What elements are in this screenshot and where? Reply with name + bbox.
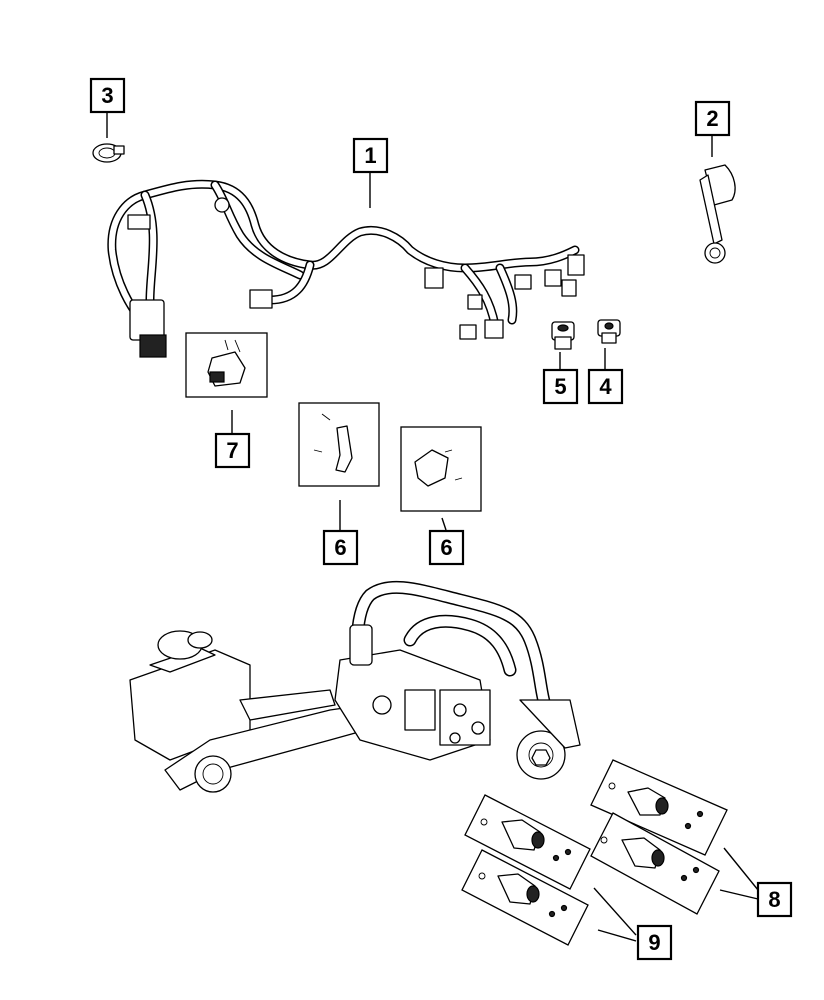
wiring-harness-illustration <box>107 179 585 358</box>
leader-9a <box>593 887 637 936</box>
bracket-kit-frame-right <box>400 426 482 512</box>
leader-6b <box>441 517 447 531</box>
valve-kit-frame-8-top <box>590 759 728 856</box>
callout-3-label: 3 <box>101 83 113 108</box>
callout-2: 2 <box>694 100 731 137</box>
hydraulic-assembly-illustration <box>129 580 581 793</box>
callout-6-left: 6 <box>322 529 359 566</box>
callout-5-label: 5 <box>554 374 566 399</box>
pressure-sensor-illustration <box>551 321 575 350</box>
callout-5: 5 <box>542 368 579 405</box>
solenoid-kit-frame <box>185 332 268 398</box>
temperature-sensor-illustration <box>597 319 621 344</box>
valve-kit-frame-8-bottom <box>590 812 720 915</box>
valve-kit-frame-9-top <box>464 794 591 890</box>
callout-9-label: 9 <box>648 930 660 955</box>
leader-9b <box>597 929 637 942</box>
bracket-kit-frame-left <box>298 402 380 487</box>
hose-clamp-illustration <box>92 143 125 163</box>
callout-9: 9 <box>636 924 673 961</box>
leader-8a <box>723 847 759 891</box>
callout-3: 3 <box>89 77 126 114</box>
callout-1-label: 1 <box>364 143 376 168</box>
callout-7: 7 <box>214 432 251 469</box>
callout-8: 8 <box>756 881 793 918</box>
callout-1: 1 <box>352 137 389 174</box>
callout-6-left-label: 6 <box>334 535 346 560</box>
callout-4-label: 4 <box>599 374 612 399</box>
callout-7-label: 7 <box>226 438 238 463</box>
callout-6-right: 6 <box>428 529 465 566</box>
callout-2-label: 2 <box>706 106 718 131</box>
leader-8b <box>719 889 759 900</box>
valve-kit-frame-9-bottom <box>461 849 589 946</box>
callout-8-label: 8 <box>768 887 780 912</box>
callout-4: 4 <box>587 368 624 405</box>
cable-strap-illustration <box>699 164 736 264</box>
callout-6-right-label: 6 <box>440 535 452 560</box>
